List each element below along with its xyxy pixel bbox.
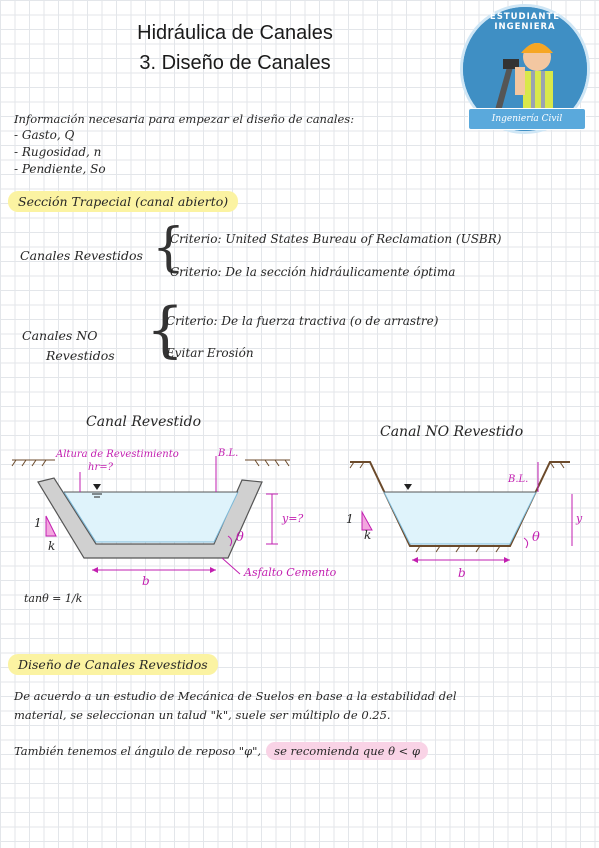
paragraph-talud-line1: De acuerdo a un estudio de Mecánica de S… xyxy=(14,689,457,703)
k-label-right: k xyxy=(364,528,372,542)
tan-theta-formula: tanθ = 1/k xyxy=(24,592,83,605)
intro-item-gasto: - Gasto, Q xyxy=(14,128,75,142)
b-label-right: b xyxy=(458,566,466,580)
one-label-left: 1 xyxy=(34,516,42,530)
badge-ribbon: Ingeniería Civil xyxy=(468,108,586,130)
water-level-icon-right xyxy=(404,484,412,490)
intro-item-pendiente: - Pendiente, So xyxy=(14,162,106,176)
canales-no-revestidos-label-2: Revestidos xyxy=(46,348,115,363)
altura-revestimiento-label: Altura de Revestimiento xyxy=(56,449,179,460)
y-label-left: y=? xyxy=(282,512,304,525)
soil-right xyxy=(245,459,290,467)
badge-title: ESTUDIANTE INGENIERA xyxy=(489,12,561,32)
canal-no-revestido-title: Canal NO Revestido xyxy=(380,424,524,440)
section-trapecial-title: Sección Trapecial (canal abierto) xyxy=(8,191,239,212)
one-label-right: 1 xyxy=(346,512,354,526)
water-level-icon xyxy=(93,484,101,490)
canales-no-revestidos-label-1: Canales NO xyxy=(22,328,98,343)
canal-no-revestido-diagram xyxy=(349,461,573,563)
paragraph-angulo-text: También tenemos el ángulo de reposo "φ", xyxy=(14,744,262,758)
paragraph-talud-line2: material, se seleccionan un talud "k", s… xyxy=(14,708,391,722)
intro-item-rugosidad: - Rugosidad, n xyxy=(14,145,102,159)
b-label-left: b xyxy=(142,574,150,588)
section-revestidos-title: Diseño de Canales Revestidos xyxy=(8,654,218,675)
theta-right: θ xyxy=(532,530,540,545)
canal-revestido-diagram xyxy=(11,456,290,575)
channel-lining xyxy=(37,477,263,559)
paragraph-angulo-reposo: También tenemos el ángulo de reposo "φ",… xyxy=(14,740,429,760)
criterio-usbr: Criterio: United States Bureau of Reclam… xyxy=(170,232,502,246)
theta-left: θ xyxy=(236,530,244,545)
brace-no-revestidos: { xyxy=(146,295,185,365)
soil-hatch-right xyxy=(349,461,570,553)
intro-heading: Información necesaria para empezar el di… xyxy=(14,112,355,126)
asfalto-cemento-label: Asfalto Cemento xyxy=(244,566,337,579)
y-label-right: y xyxy=(576,512,583,525)
bl-label-right: B.L. xyxy=(508,474,529,485)
canal-revestido-title: Canal Revestido xyxy=(86,414,202,430)
criterio-fuerza-tractiva: Criterio: De la fuerza tractiva (o de ar… xyxy=(166,314,439,328)
evitar-erosion: Evitar Erosión xyxy=(166,346,254,360)
k-label-left: k xyxy=(48,539,56,553)
canales-revestidos-label: Canales Revestidos xyxy=(20,248,143,263)
page-title: Hidráulica de Canales xyxy=(137,22,333,44)
recommendation-highlight: se recomienda que θ < φ xyxy=(266,742,429,760)
slope-triangle-right xyxy=(361,510,373,531)
soil-left xyxy=(11,459,55,467)
slope-triangle xyxy=(45,515,57,537)
brace-revestidos: { xyxy=(152,218,186,278)
criterio-seccion-optima: Criterio: De la sección hidráulicamente … xyxy=(170,265,456,279)
bl-label-left: B.L. xyxy=(218,448,239,459)
page-subtitle: 3. Diseño de Canales xyxy=(139,52,331,74)
hr-label: hr=? xyxy=(88,462,113,473)
water-area-right xyxy=(383,491,537,545)
